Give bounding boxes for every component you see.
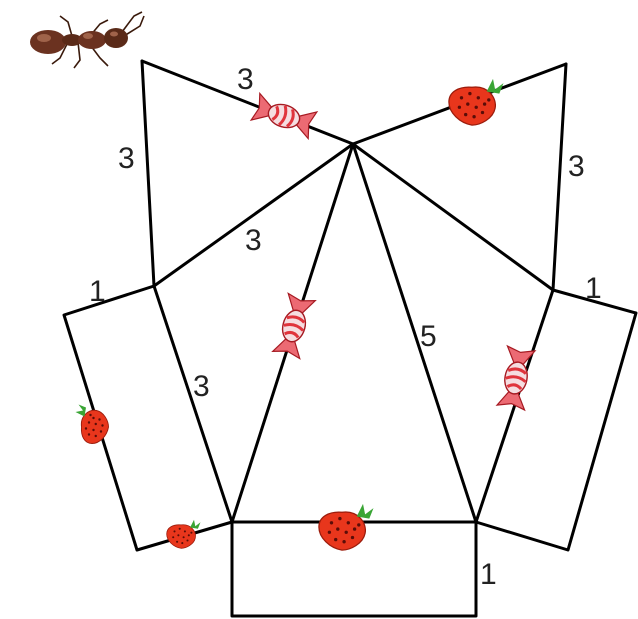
edge-inner-right-diagonal [351, 142, 555, 292]
net-edges [62, 59, 638, 618]
ant-icon [30, 11, 145, 69]
right-rectangle [474, 288, 638, 552]
edge-top-left [140, 59, 355, 146]
label-right-rect-top: 1 [585, 272, 602, 305]
label-top-left-edge: 3 [237, 63, 254, 96]
candy-icon [495, 344, 537, 412]
edge-labels: 3 3 3 3 1 3 1 5 1 [89, 63, 602, 591]
label-inner-right-edge: 5 [420, 320, 437, 353]
strawberry-icon [166, 519, 201, 549]
candy-icon [271, 291, 317, 361]
strawberry-icon [75, 404, 109, 444]
strawberry-icon [448, 78, 505, 126]
candy-icon [249, 91, 319, 141]
edge-right-inner [474, 288, 555, 524]
label-left-inner-edge: 3 [193, 370, 210, 403]
label-right-outer-edge: 3 [568, 150, 585, 183]
label-bottom-rect-side: 1 [480, 558, 497, 591]
edge-right-outer [551, 62, 568, 292]
bottom-rectangle [230, 520, 478, 618]
label-left-outer-edge: 3 [118, 142, 135, 175]
edge-inner-right [351, 142, 478, 524]
strawberry-icon [318, 503, 375, 551]
edge-inner-left-diagonal [152, 142, 355, 288]
edge-left-outer [140, 59, 156, 288]
edge-left-inner [152, 284, 234, 524]
label-inner-diagonal: 3 [245, 224, 262, 257]
label-left-rect-top: 1 [89, 275, 106, 308]
